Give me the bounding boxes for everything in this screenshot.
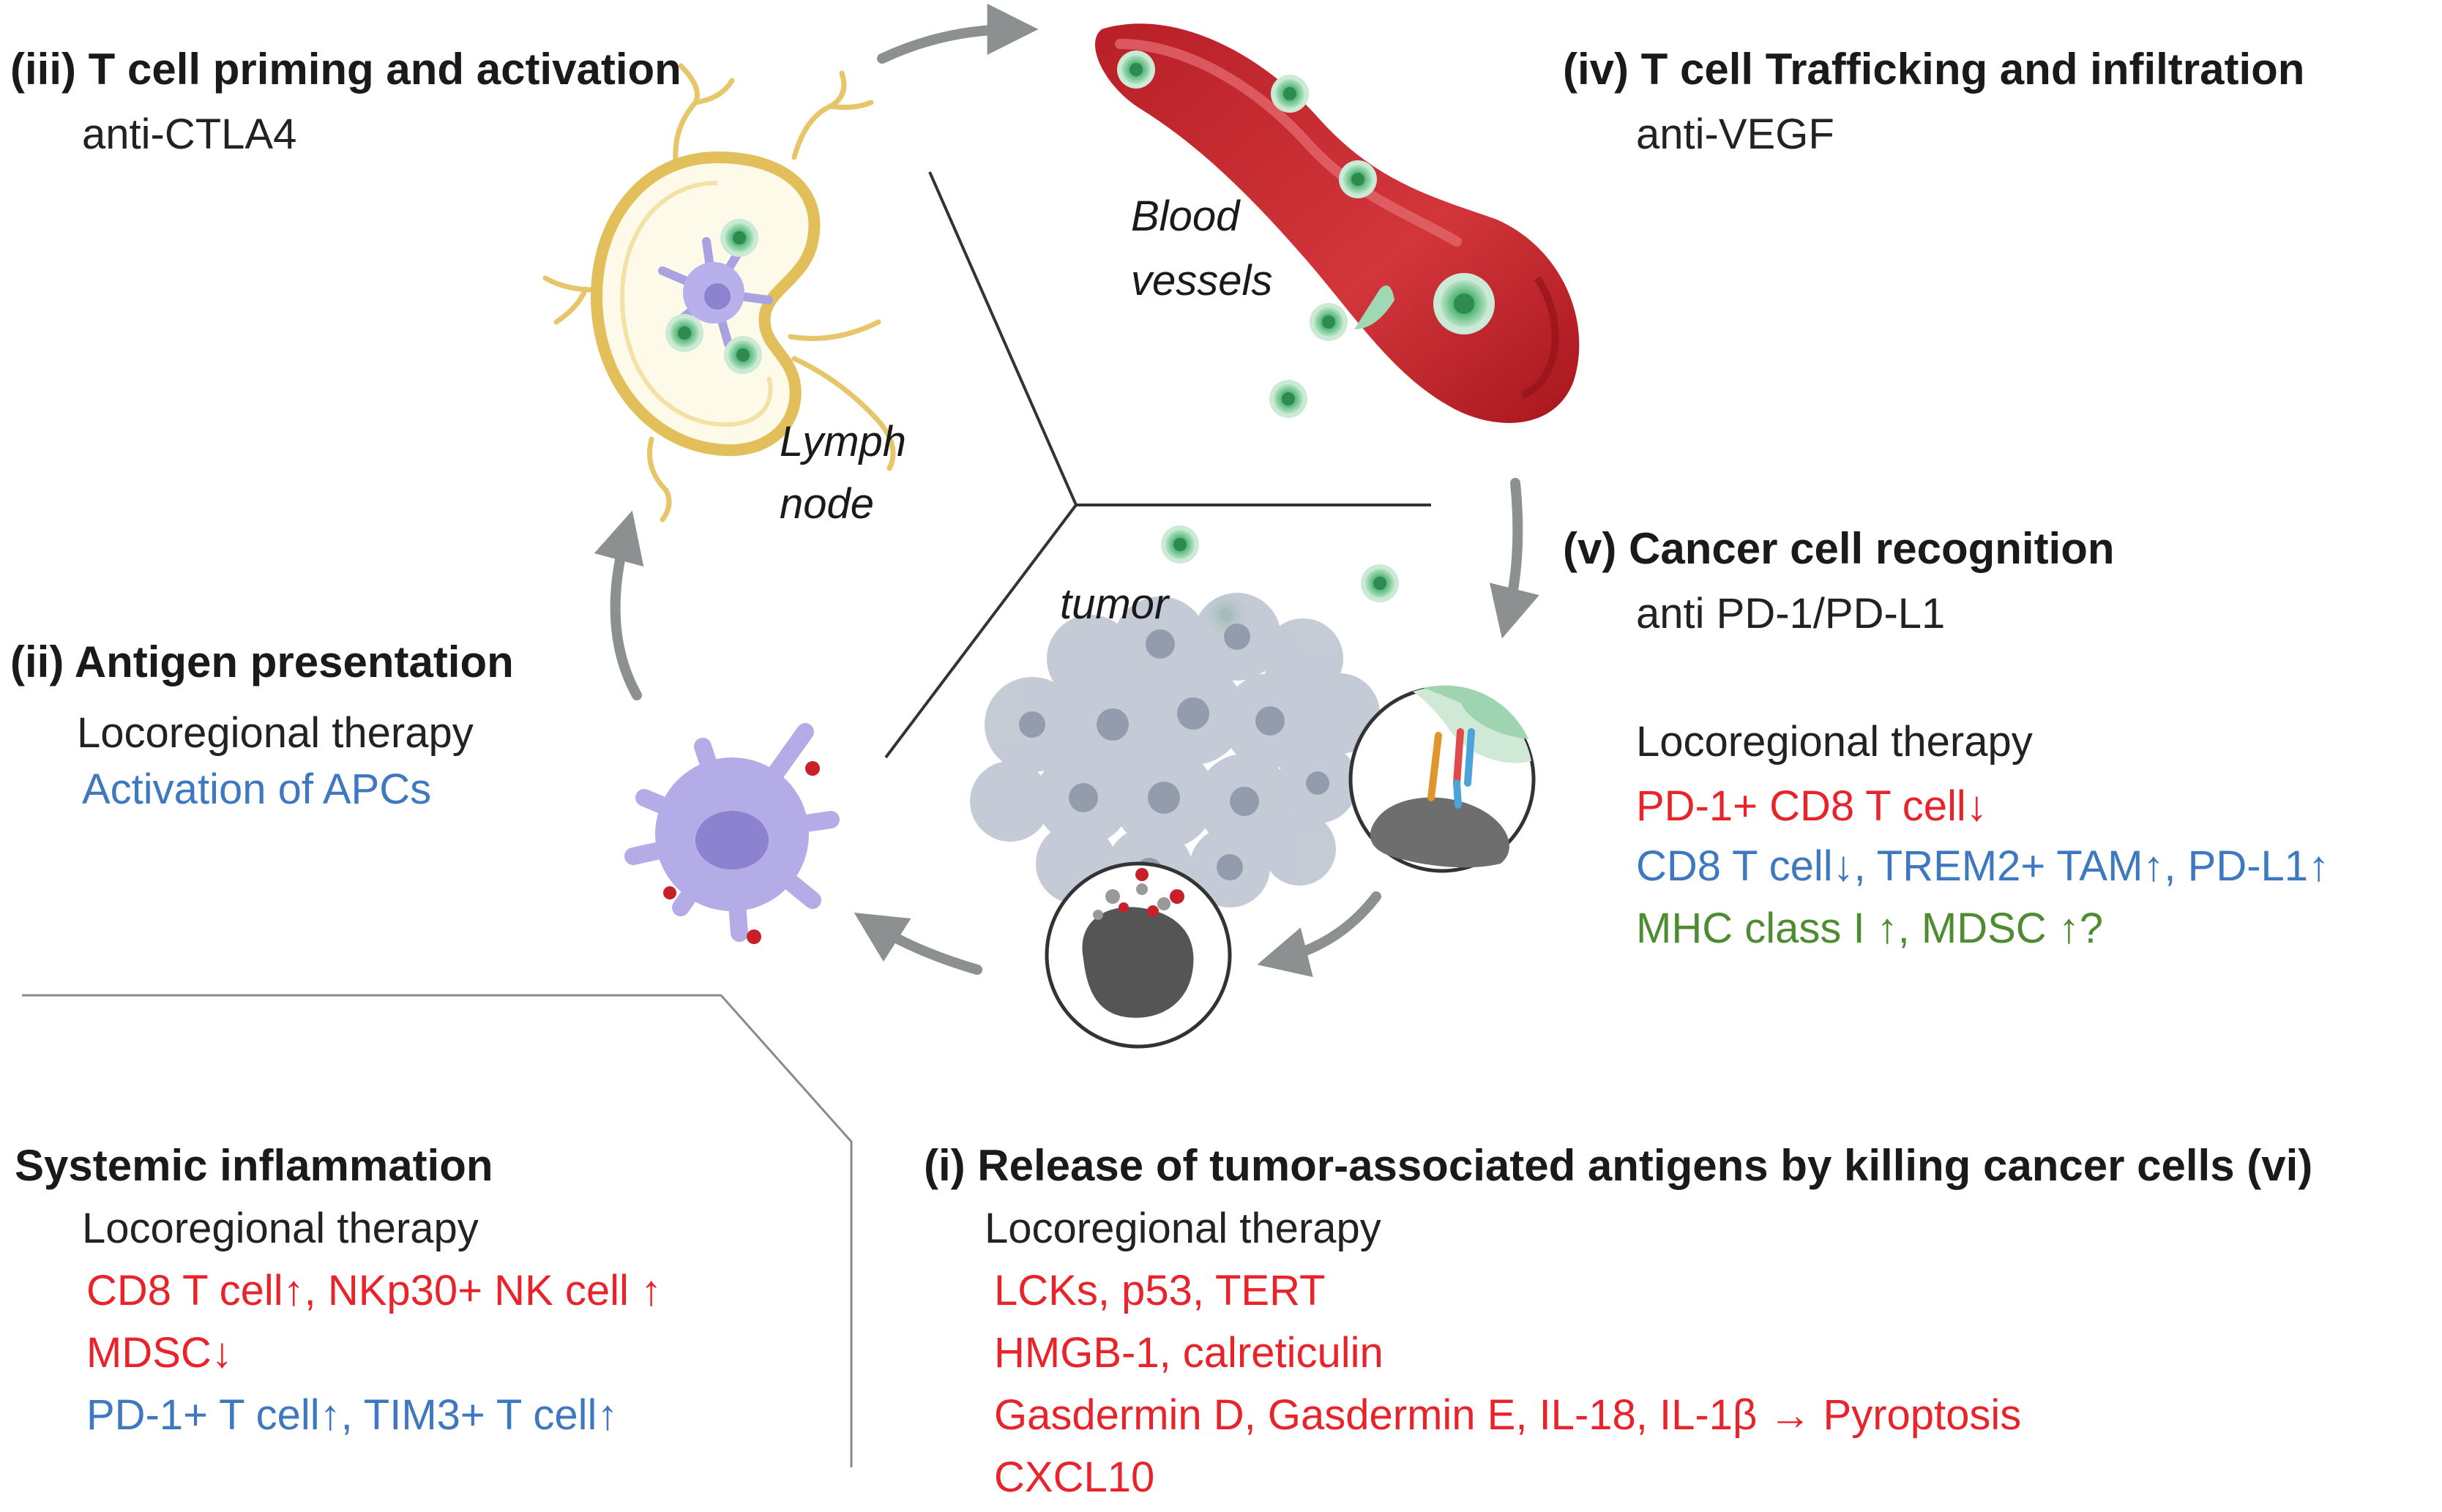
dendritic-cell-icon <box>624 723 840 944</box>
lymph-node-icon <box>542 63 896 523</box>
stage-iii-title: (iii) T cell priming and activation <box>10 45 682 94</box>
stage-v-drug: anti PD-1/PD-L1 <box>1636 590 1946 637</box>
systemic-effect-1: CD8 T cell↑, NKp30+ NK cell ↑ <box>86 1267 662 1314</box>
stage-i-title: (i) Release of tumor-associated antigens… <box>924 1141 2313 1190</box>
stage-v-effect-3: MHC class I ↑, MDSC ↑? <box>1636 905 2104 952</box>
lymph-node-label-line2: node <box>780 480 875 528</box>
stage-iii-drug: anti-CTLA4 <box>82 111 297 158</box>
dying-cancer-cell-icon <box>1045 861 1232 1049</box>
systemic-therapy: Locoregional therapy <box>82 1205 479 1252</box>
blood-vessel-icon <box>1095 23 1580 423</box>
systemic-effect-2: MDSC↓ <box>86 1329 233 1377</box>
tumor-label: tumor <box>1060 580 1169 628</box>
stage-v-effect-2: CD8 T cell↓, TREM2+ TAM↑, PD-L1↑ <box>1636 842 2330 890</box>
tcr-recognition-icon <box>1348 685 1536 873</box>
stage-v-title: (v) Cancer cell recognition <box>1563 524 2115 573</box>
stage-ii-therapy: Locoregional therapy <box>77 709 474 757</box>
cycle-arrow-icon <box>594 4 1539 978</box>
stage-i-effect-2: HMGB-1, calreticulin <box>994 1329 1384 1377</box>
stage-ii-effect-1: Activation of APCs <box>82 766 432 813</box>
stage-iv-title: (iv) T cell Trafficking and infiltration <box>1563 45 2305 94</box>
tumor-mass-icon <box>970 593 1380 915</box>
lymph-node-label-line1: Lymph <box>780 418 907 465</box>
stage-i-effect-1: LCKs, p53, TERT <box>994 1267 1326 1314</box>
blood-vessels-label-line1: Blood <box>1131 192 1240 240</box>
sector-lines <box>884 171 1431 759</box>
stage-i-effect-3: Gasdermin D, Gasdermin E, IL-18, IL-1β →… <box>994 1391 2022 1439</box>
stage-v-therapy: Locoregional therapy <box>1636 718 2033 766</box>
stage-iv-drug: anti-VEGF <box>1636 111 1834 158</box>
section-divider <box>22 994 853 1467</box>
systemic-title: Systemic inflammation <box>15 1141 493 1190</box>
stage-v-effect-1: PD-1+ CD8 T cell↓ <box>1636 782 1987 830</box>
stage-i-therapy: Locoregional therapy <box>985 1205 1381 1252</box>
systemic-effect-3: PD-1+ T cell↑, TIM3+ T cell↑ <box>86 1391 619 1439</box>
stage-i-effect-4: CXCL10 <box>994 1453 1155 1501</box>
stage-ii-title: (ii) Antigen presentation <box>10 637 514 686</box>
blood-vessels-label-line2: vessels <box>1131 257 1273 304</box>
